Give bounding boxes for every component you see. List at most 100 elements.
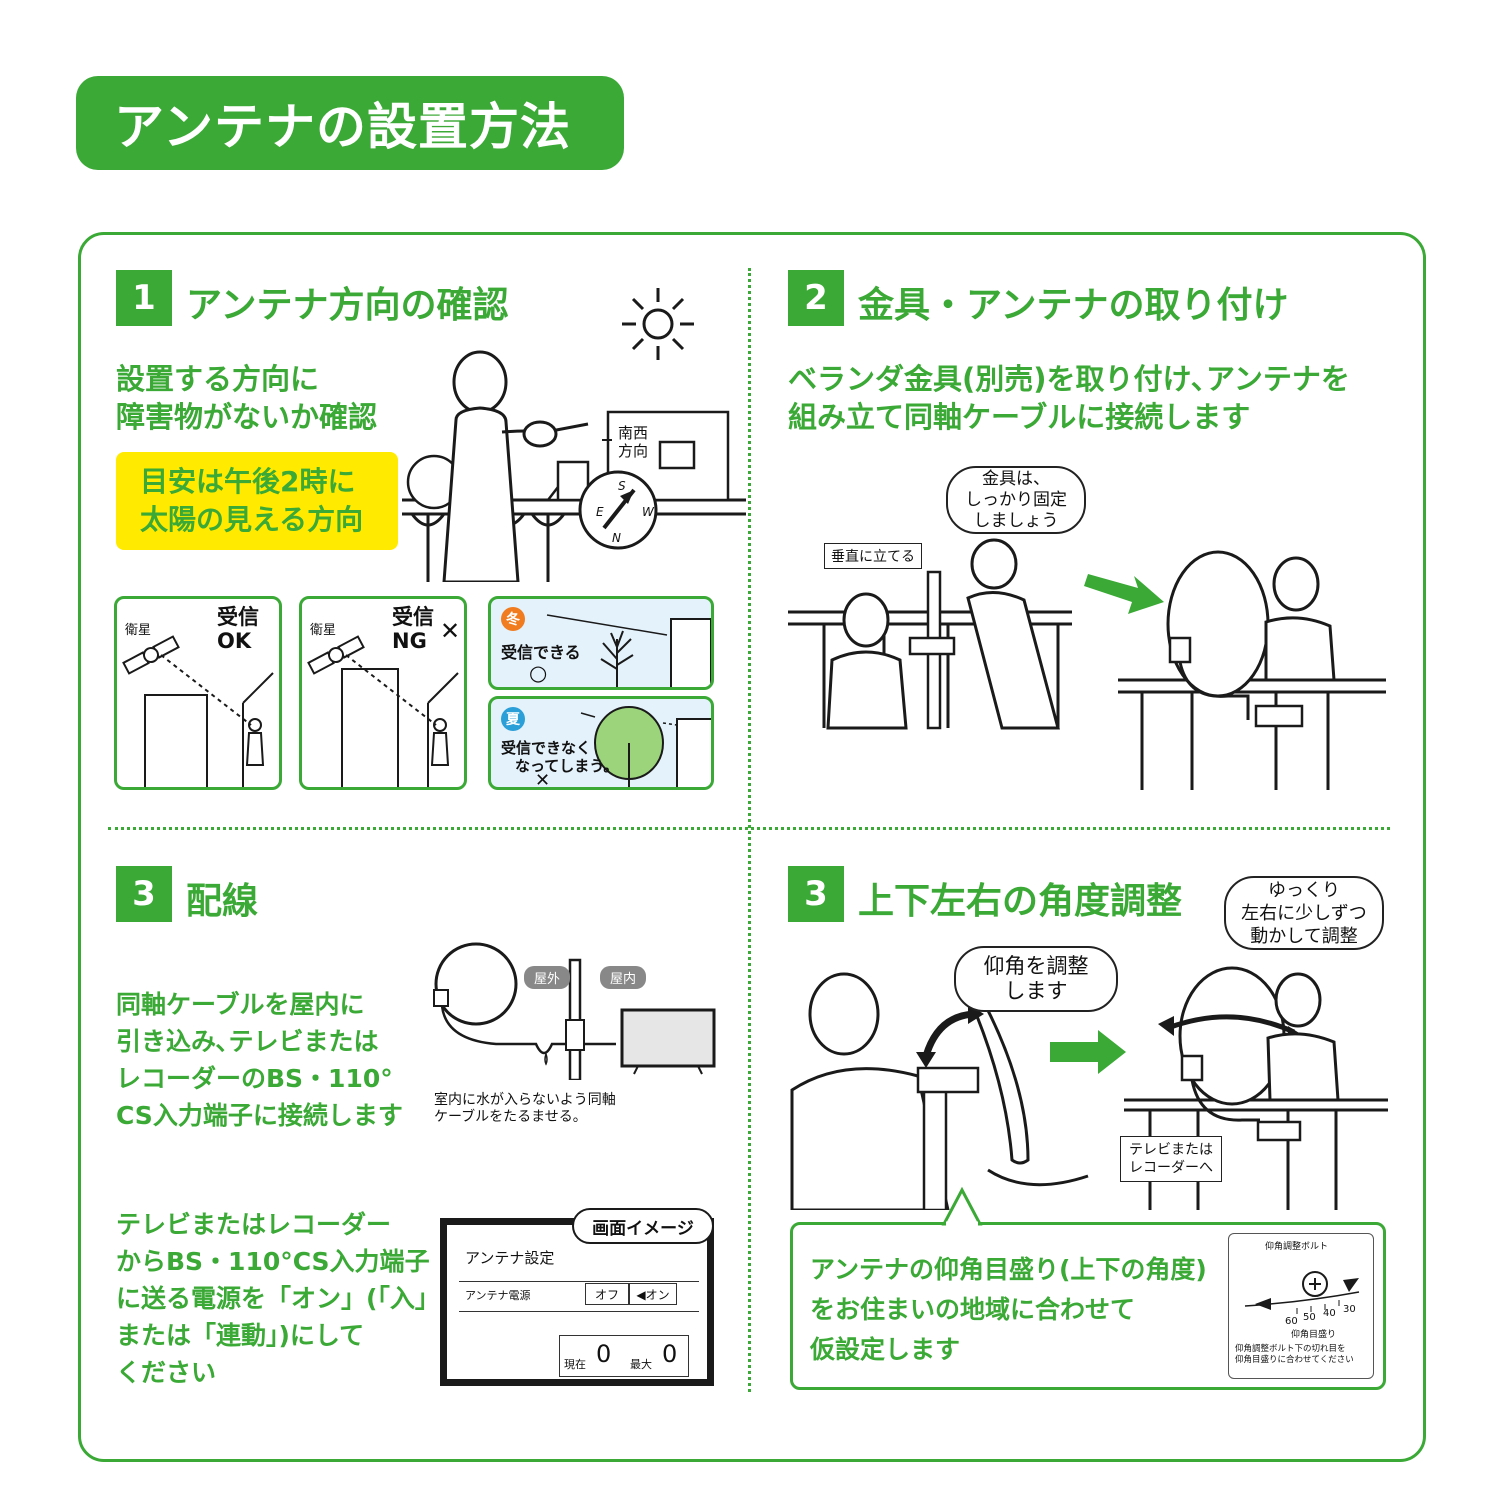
summer-text-line: なってしまう。 [515,757,619,775]
step-1-heading: アンテナ方向の確認 [186,285,509,326]
summer-text-line: 受信できなく [501,739,592,757]
step-3-text-line: 同軸ケーブルを屋内に [116,990,365,1019]
power-off-option[interactable]: オフ [585,1283,629,1305]
step-2-text-line: ベランダ金具(別売)を取り付け､アンテナを [788,362,1350,396]
step-3-text-line: CS入力端子に接続します [116,1101,403,1130]
callout-text-line: をお住まいの地域に合わせて [810,1295,1136,1324]
step-1-text: 設置する方向に 障害物がないか確認 [116,360,377,436]
man-figure [442,350,589,582]
summer-text: 受信できなく なってしまう。 [501,739,618,775]
scale-tick: 50 [1303,1312,1316,1323]
reception-ng-status: 受信 NG [392,605,434,653]
power-on-option[interactable]: ◀オン [629,1283,677,1305]
callout-text: アンテナの仰角目盛り(上下の角度) をお住まいの地域に合わせて 仮設定します [810,1250,1207,1370]
angle-illustration [790,966,1388,1210]
wiring-note: 室内に水が入らないよう同軸 ケーブルをたるませる。 [434,1092,616,1126]
compass-icon [578,470,658,550]
ng-mark: ✕ [440,617,461,645]
scale-note: 仰角調整ボルト下の切れ目を 仰角目盛りに合わせてください [1235,1344,1354,1366]
reception-ng-panel: 衛星 受信 NG ✕ [299,596,467,790]
wiring-note-line: ケーブルをたるませる。 [434,1109,587,1125]
current-value: 0 [596,1340,612,1368]
status-line: OK [217,629,252,653]
step-3-power-text: テレビまたはレコーダー からBS・110°CS入力端子 に送る電源を「オン」(「… [116,1206,440,1391]
callout-text-line: 仮設定します [810,1335,961,1364]
step-1-highlight: 目安は午後2時に 太陽の見える方向 [116,452,398,550]
tag-line: テレビまたは [1129,1142,1213,1158]
bubble-line: 金具は、 [982,468,1050,489]
bubble-line: ゆっくり [1268,879,1340,901]
max-label: 最大 [630,1358,652,1371]
antenna-dish-icon [433,942,518,1026]
scale-illustration [1244,1271,1360,1314]
callout-pointer [941,1186,983,1226]
bubble-line: しましょう [973,510,1059,531]
wiring-illustration [433,942,716,1080]
winter-mark: ○ [529,661,548,685]
curved-arrow-icon [916,1004,984,1068]
satellite-icon [307,635,365,675]
highlight-line: 目安は午後2時に [140,465,356,498]
summer-mark: ✕ [535,770,551,790]
screen-image: アンテナ設定 アンテナ電源 オフ ◀オン 現在 0 最大 0 [440,1218,714,1386]
antenna-dish-icon [1166,550,1304,728]
satellite-icon [122,635,180,675]
bubble-line: 動かして調整 [1250,925,1358,947]
bolt-label: 仰角調整ボルト [1265,1242,1329,1252]
direction-label: 南西 方向 [618,424,648,460]
step-2-bubble: 金具は、 しっかり固定 しましょう [946,466,1086,534]
step-4-heading: 上下左右の角度調整 [858,881,1183,922]
power-text-line: からBS・110°CS入力端子 [116,1247,430,1276]
step-1-illustration [402,288,746,582]
scale-tick: 60 [1285,1316,1298,1327]
compass-n: N [612,531,621,545]
bubble-line: しっかり固定 [965,489,1067,510]
status-line: 受信 [392,605,434,629]
winter-badge: 冬 [501,607,525,631]
sun-icon [622,288,694,360]
arrow-icon [1050,1030,1126,1074]
status-line: 受信 [217,605,259,629]
summer-panel: 夏 受信できなく なってしまう。 ✕ [488,696,714,790]
step-2-illustration [788,538,1386,790]
step-3-text-line: レコーダーのBS・110° [116,1064,393,1093]
step-2-text-line: 組み立て同軸ケーブルに接続します [788,400,1251,434]
direction-label-line: 方向 [618,442,649,460]
tv-icon [620,1008,716,1075]
step-3-text: 同軸ケーブルを屋内に 引き込み､テレビまたは レコーダーのBS・110° CS入… [116,986,403,1134]
outdoor-label: 屋外 [524,966,571,989]
winter-illustration [546,614,711,687]
scale-note-line: 仰角調整ボルト下の切れ目を [1235,1344,1346,1354]
step-4-number: 3 [788,866,844,922]
step-1-text-line: 設置する方向に [116,362,320,396]
bubble-line: 仰角を調整 [983,954,1089,978]
bolt-icon [1302,1271,1328,1297]
vertical-tag: 垂直に立てる [824,543,922,569]
power-text-line: テレビまたはレコーダー [116,1210,392,1239]
summer-illustration [580,706,711,787]
screen-row-label: アンテナ電源 [465,1289,531,1302]
reception-ng-illustration [307,635,459,787]
step-3-text-line: 引き込み､テレビまたは [116,1027,379,1056]
summer-badge: 夏 [501,707,525,731]
reception-ok-status: 受信 OK [217,605,259,653]
screen-rule [459,1311,699,1312]
slow-adjust-bubble: ゆっくり 左右に少しずつ 動かして調整 [1224,876,1384,950]
screen-rule [459,1281,699,1282]
scale-label: 仰角目盛り [1291,1330,1337,1340]
satellite-label: 衛星 [310,623,337,638]
tv-recorder-tag: テレビまたは レコーダーへ [1120,1136,1222,1182]
content-frame [78,232,1426,1462]
winter-text: 受信できる [501,643,581,662]
elevation-bubble: 仰角を調整 します [954,946,1118,1012]
antenna-dish-icon [1178,966,1302,1142]
status-line: NG [392,629,427,653]
compass-w: W [642,505,654,519]
power-text-line: または「連動」)にして [116,1321,365,1350]
scale-tick: 40 [1323,1308,1336,1319]
callout-text-line: アンテナの仰角目盛り(上下の角度) [810,1255,1207,1284]
signal-level-box: 現在 0 最大 0 [559,1335,689,1377]
bubble-line: します [1004,979,1068,1003]
step-2-number: 2 [788,270,844,326]
step-2-heading: 金具・アンテナの取り付け [858,285,1289,326]
